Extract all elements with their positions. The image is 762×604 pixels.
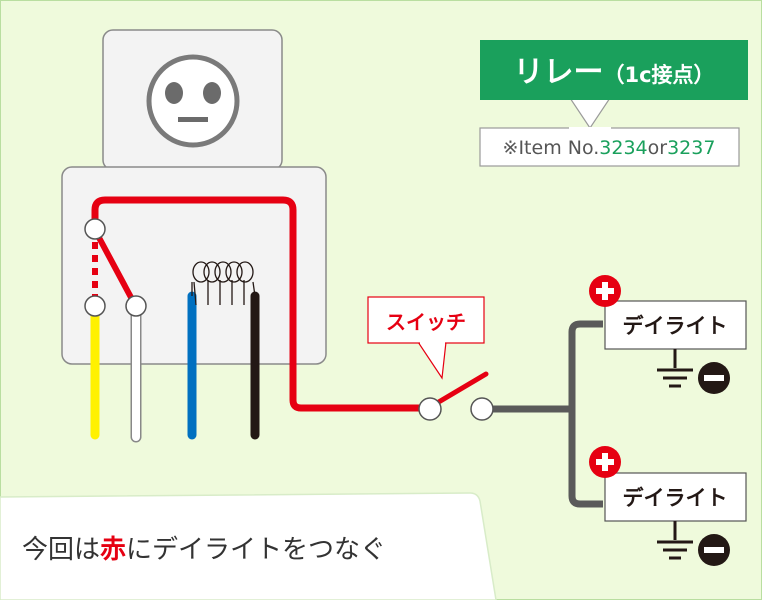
switch-terminal-left: [418, 397, 442, 421]
wire-red: [91, 196, 430, 412]
relay-label: リレー（1c接点） ※Item No.3234or3237: [479, 40, 748, 167]
terminal-common: [84, 218, 106, 240]
relay-title-suffix: （1c接点）: [603, 63, 714, 87]
plus-icon: [589, 446, 621, 478]
item-no-1: 3234: [599, 137, 647, 159]
switch-lever: [434, 371, 489, 406]
minus-icon: [698, 534, 730, 566]
caption-highlight: 赤: [100, 535, 126, 565]
minus-icon: [698, 362, 730, 394]
daylight-top: デイライト: [589, 275, 747, 394]
relay-title: リレー: [513, 55, 603, 90]
terminal-no: [125, 295, 147, 317]
relay-title-text: リレー（1c接点）: [513, 55, 714, 90]
contact-arm: [93, 229, 137, 306]
face-icon: [146, 54, 240, 148]
lamp-label-bottom: デイライト: [623, 486, 728, 510]
item-no-2: 3237: [667, 137, 715, 159]
caption-box: 今回は赤にデイライトをつなぐ: [0, 492, 497, 601]
caption: 今回は赤にデイライトをつなぐ: [22, 535, 386, 565]
item-number-note: ※Item No.3234or3237: [503, 137, 716, 159]
relay-wires: [90, 291, 260, 443]
switch-symbol: [418, 371, 572, 421]
lamp-label-top: デイライト: [623, 314, 728, 338]
ground-icon: [657, 521, 693, 560]
lamp-box-bottom: [604, 472, 747, 522]
daylight-bottom: デイライト: [589, 446, 747, 566]
coil-icon: [191, 261, 256, 306]
lamp-box-top: [604, 300, 747, 350]
switch-terminal-right: [470, 397, 494, 421]
plus-icon: [589, 275, 621, 307]
item-note-prefix: ※Item No.: [503, 137, 600, 159]
item-number-box: [479, 127, 740, 167]
item-note-or: or: [648, 137, 668, 159]
terminal-nc: [84, 295, 106, 317]
caption-after: にデイライトをつなぐ: [126, 535, 386, 565]
switch-label: スイッチ: [386, 310, 466, 334]
wire-gray-branch: [568, 320, 603, 508]
caption-before: 今回は: [22, 535, 100, 565]
switch-callout: スイッチ: [367, 296, 485, 380]
ground-icon: [657, 349, 693, 388]
relay-title-box: [480, 40, 748, 100]
